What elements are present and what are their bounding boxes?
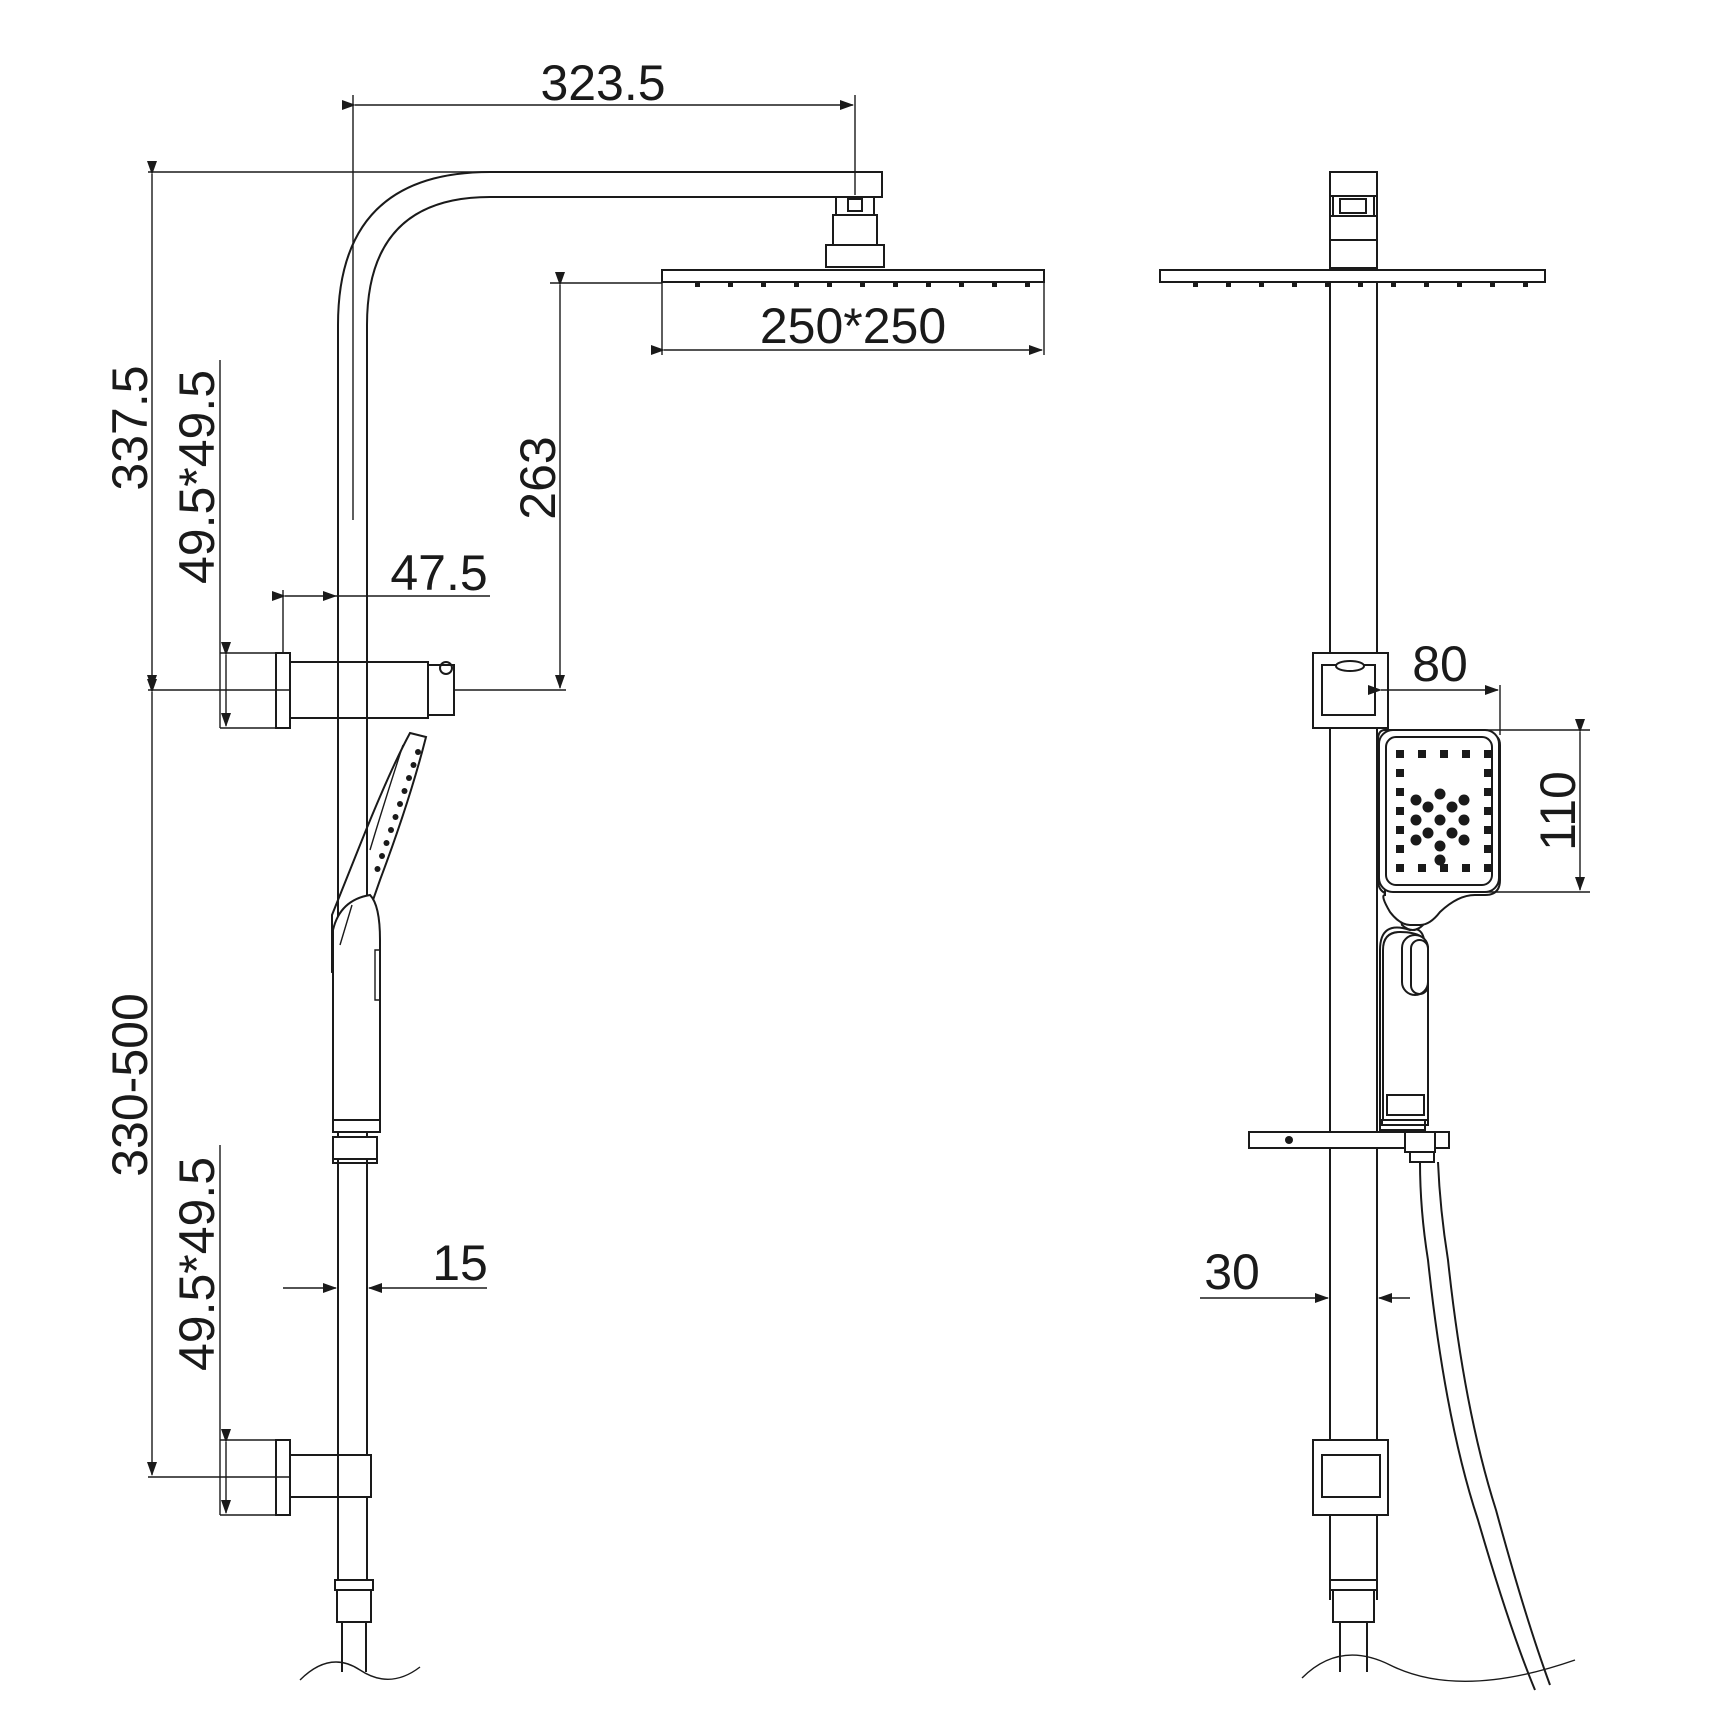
- nozzle: [1396, 788, 1404, 796]
- front-bottom-bracket: [1312, 1439, 1389, 1516]
- jet-dot: [1458, 814, 1470, 826]
- jet-dot: [397, 801, 403, 807]
- jet-dot: [388, 827, 394, 833]
- jet-dot: [1410, 814, 1422, 826]
- jet-dot: [383, 840, 390, 846]
- dimension-lines: [147, 95, 1590, 1516]
- nozzle: [860, 282, 865, 287]
- jet-dot: [1434, 814, 1446, 826]
- hand-shower-front: [1377, 729, 1501, 1131]
- nozzle: [1462, 864, 1470, 872]
- nozzle: [1396, 864, 1404, 872]
- jet-dot: [1434, 788, 1446, 800]
- nozzle: [1440, 864, 1448, 872]
- nozzle: [728, 282, 733, 287]
- jet-dot: [1410, 794, 1422, 806]
- front-hose-connector: [1301, 1579, 1576, 1682]
- side-view: [275, 171, 1045, 1681]
- jet-dot: [1446, 801, 1458, 813]
- nozzle: [1462, 750, 1470, 758]
- rain-shower-head-side: [661, 269, 1045, 287]
- nozzle: [1391, 282, 1396, 287]
- dim-bracket-offset: 47.5: [390, 545, 487, 601]
- nozzle: [959, 282, 964, 287]
- jet-dot: [415, 749, 421, 755]
- nozzle: [1484, 864, 1492, 872]
- nozzle: [1484, 788, 1492, 796]
- dim-handset-height: 110: [1530, 771, 1586, 851]
- nozzle: [1440, 750, 1448, 758]
- jet-dot: [1446, 827, 1458, 839]
- jet-dot: [406, 775, 412, 781]
- nozzle: [1424, 282, 1429, 287]
- hand-shower-side: [331, 731, 428, 1133]
- front-rail: [1329, 171, 1378, 1600]
- jet-dot: [1422, 827, 1434, 839]
- dimension-labels: 323.5 337.5 49.5*49.5 47.5 263 250*250 3…: [102, 55, 1586, 1371]
- nozzle: [761, 282, 766, 287]
- nozzle: [1490, 282, 1495, 287]
- nozzle: [893, 282, 898, 287]
- top-wall-bracket: [275, 652, 455, 729]
- nozzle: [1396, 826, 1404, 834]
- jet-dot: [374, 866, 381, 872]
- shower-arm: [337, 171, 885, 1500]
- nozzle: [1396, 845, 1404, 853]
- nozzle: [1523, 282, 1528, 287]
- nozzle: [1484, 769, 1492, 777]
- nozzle: [1193, 282, 1198, 287]
- dim-arm-reach: 323.5: [540, 55, 665, 111]
- jet-dot: [379, 853, 385, 859]
- front-top-bracket: [1312, 652, 1389, 729]
- dim-rail-side: 15: [432, 1235, 488, 1291]
- jet-dot: [410, 762, 417, 768]
- dim-rail-front: 30: [1204, 1244, 1260, 1300]
- dim-bottom-bracket-plate: 49.5*49.5: [169, 1157, 225, 1371]
- rain-shower-head-front: [1159, 269, 1546, 287]
- hose-connector-side: [299, 1579, 421, 1681]
- nozzle: [1325, 282, 1330, 287]
- nozzle: [1484, 807, 1492, 815]
- jet-dot: [401, 788, 408, 794]
- bottom-wall-bracket: [275, 1439, 372, 1580]
- nozzle: [1418, 864, 1426, 872]
- jet-dot: [1458, 794, 1470, 806]
- slider-clamp: [332, 1136, 378, 1164]
- nozzle: [1457, 282, 1462, 287]
- nozzle: [1484, 826, 1492, 834]
- dim-head-size: 250*250: [760, 298, 946, 354]
- front-slider: [1248, 1131, 1450, 1163]
- dim-overall-height: 337.5: [102, 365, 158, 490]
- dim-top-bracket-plate: 49.5*49.5: [169, 370, 225, 584]
- nozzle: [926, 282, 931, 287]
- nozzle: [1292, 282, 1297, 287]
- jet-dot: [1422, 801, 1434, 813]
- nozzle: [695, 282, 700, 287]
- front-view: [1159, 171, 1576, 1691]
- jet-dot: [392, 814, 399, 820]
- dim-handset-width: 80: [1412, 636, 1468, 692]
- nozzle: [1418, 750, 1426, 758]
- nozzle: [1358, 282, 1363, 287]
- nozzle: [1396, 807, 1404, 815]
- shower-hose: [1419, 1161, 1551, 1691]
- jet-dot: [1434, 840, 1446, 852]
- nozzle: [1484, 750, 1492, 758]
- jet-dot: [1458, 834, 1470, 846]
- nozzle: [794, 282, 799, 287]
- nozzle: [992, 282, 997, 287]
- nozzle: [1396, 750, 1404, 758]
- nozzle: [1025, 282, 1030, 287]
- nozzle: [1396, 769, 1404, 777]
- dim-head-drop: 263: [510, 436, 566, 519]
- nozzle: [827, 282, 832, 287]
- jet-dot: [1410, 834, 1422, 846]
- nozzle: [1484, 845, 1492, 853]
- nozzle: [1259, 282, 1264, 287]
- nozzle: [1226, 282, 1231, 287]
- dim-slide-range: 330-500: [102, 993, 158, 1177]
- jet-dot: [1434, 854, 1446, 866]
